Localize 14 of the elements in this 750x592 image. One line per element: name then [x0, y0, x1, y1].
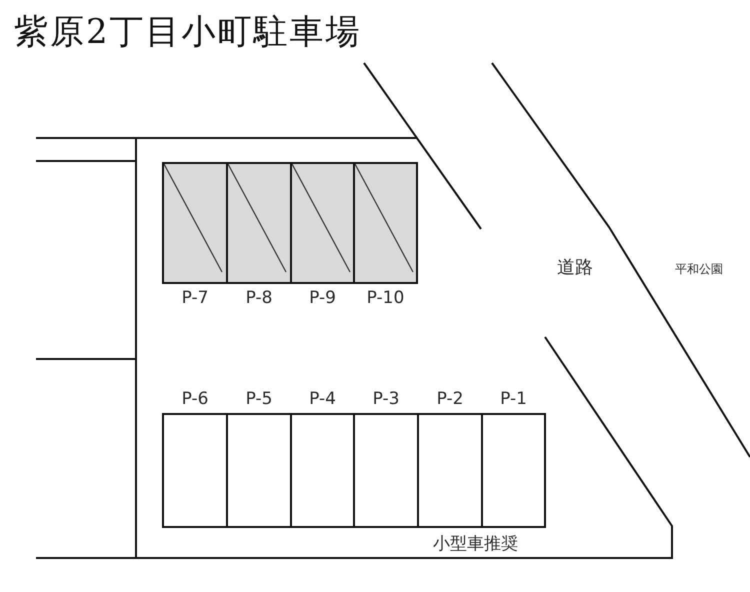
road-label: 道路	[557, 256, 593, 280]
space-number: P-2	[436, 388, 464, 410]
place-label: 平和公園	[675, 261, 723, 278]
space-number: P-4	[308, 388, 337, 410]
space-number: P-6	[180, 388, 210, 410]
space-number: P-1	[499, 388, 528, 410]
space-number: P-5	[244, 388, 274, 410]
title: 紫原2丁目小町駐車場	[14, 12, 362, 52]
space-number: P-9	[308, 287, 337, 309]
space-number: P-3	[372, 388, 400, 410]
space-number: P-7	[180, 287, 210, 309]
space-number: P-10	[366, 287, 406, 309]
note-label: 小型車推奨	[433, 533, 518, 556]
space-number: P-8	[244, 287, 274, 309]
